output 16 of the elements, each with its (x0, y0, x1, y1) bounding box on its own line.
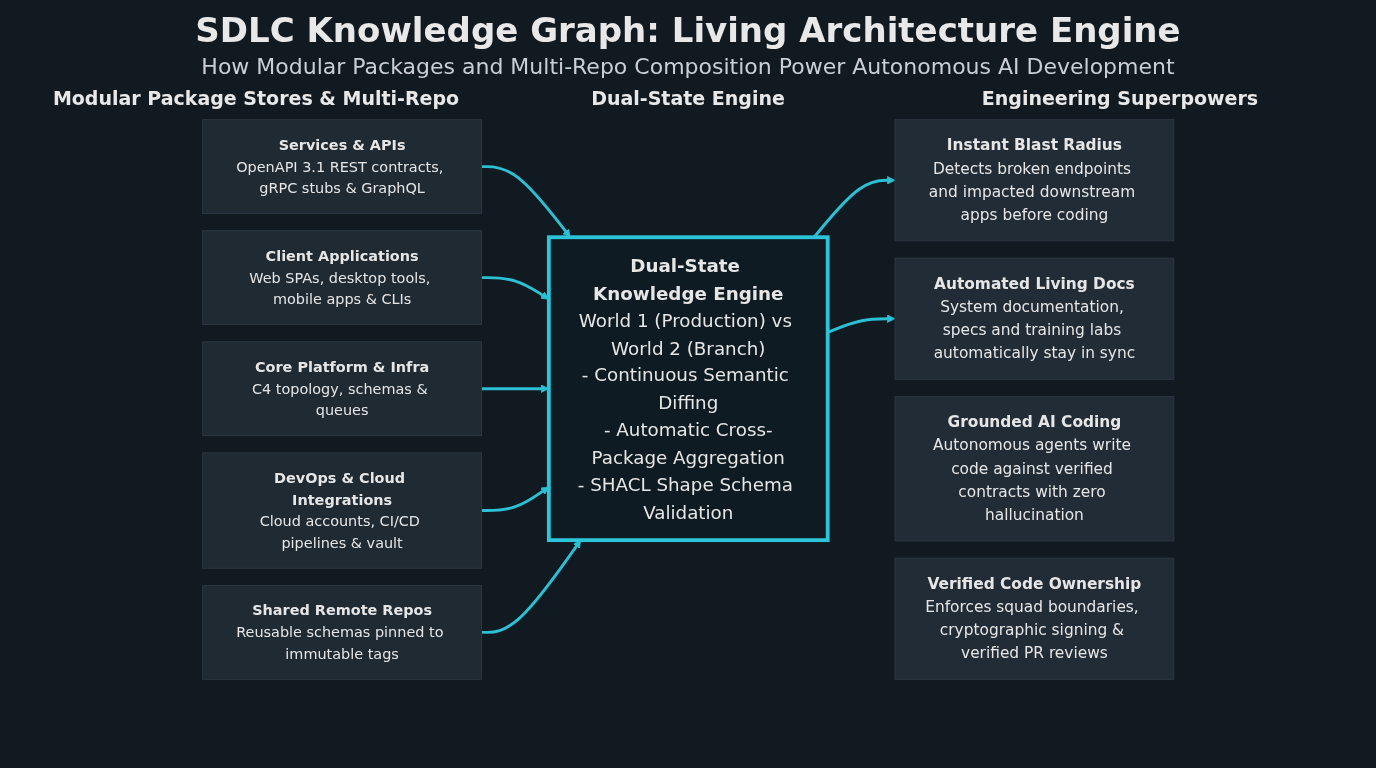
column-heading: Engineering Superpowers (980, 87, 1260, 109)
column-heading: Dual-State Engine (590, 87, 786, 109)
node-box: Dual-State Knowledge Engine World 1 (Production) vs World 2 (Branch) - Continuous Semantic Diffing - Automatic Cross-Package Aggregation - SHACL Shape Schema Validation (546, 234, 830, 542)
node-box: Core Platform & Infra C4 topology, schemas & queues (201, 340, 482, 436)
node-box: Verified Code Ownership Enforces squad boundaries, cryptographic signing & verified PR reviews (894, 557, 1175, 680)
node-box: Shared Remote Repos Reusable schemas pinned to immutable tags (201, 584, 482, 680)
node-box: Grounded AI Coding Autonomous agents write code against verified contracts with zero hallucination (894, 395, 1175, 541)
column-heading: Modular Package Stores & Multi-Repo (51, 87, 461, 109)
node-box: Client Applications Web SPAs, desktop tools, mobile apps & CLIs (201, 229, 482, 325)
diagram-title: SDLC Knowledge Graph: Living Architecture Engine (194, 10, 1182, 50)
subtitle: How Modular Packages and Multi-Repo Composition Power Autonomous AI Development (200, 54, 1176, 79)
node-box: Automated Living Docs System documentation, specs and training labs automatically stay in sync (894, 257, 1175, 380)
node-box: Services & APIs OpenAPI 3.1 REST contracts, gRPC stubs & GraphQL (201, 118, 482, 214)
node-box: DevOps & Cloud Integrations Cloud accounts, CI/CD pipelines & vault (201, 451, 482, 569)
arrow (481, 539, 581, 634)
node-box: Instant Blast Radius Detects broken endpoints and impacted downstream apps before coding (894, 118, 1175, 241)
